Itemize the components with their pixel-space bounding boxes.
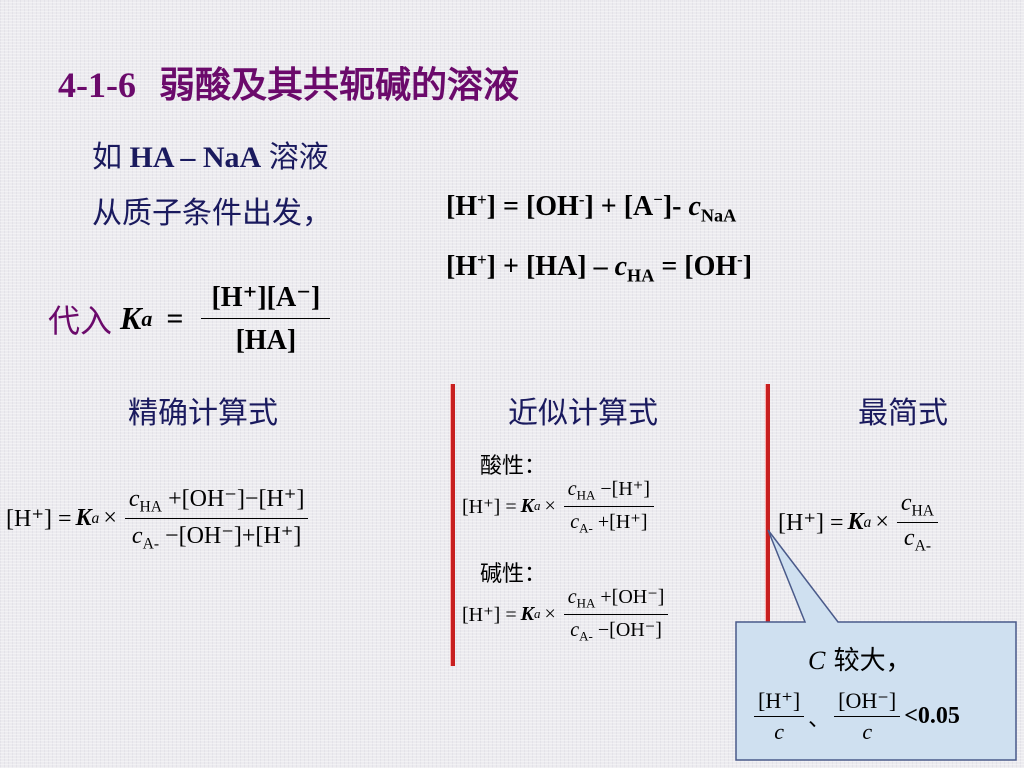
substitute-label: 代入	[48, 301, 113, 340]
exact-times: ×	[103, 505, 117, 532]
pbe-equation-2: [H+] + [HA] – cHA = [OH-]	[446, 250, 753, 286]
section-title: 弱酸及其共轭碱的溶液	[158, 65, 519, 106]
divider-left	[450, 384, 455, 666]
approx-base-fraction: cHA +[OH⁻] cA- −[OH⁻]	[563, 584, 669, 644]
exact-lhs: [H⁺] =	[6, 506, 72, 533]
acid-label: 酸性：	[480, 454, 547, 479]
exact-k: K	[75, 505, 92, 532]
ka-fraction: [H⁺][A⁻] [HA]	[201, 280, 331, 357]
approx-acid-fraction: cHA −[H⁺] cA- +[H⁺]	[563, 476, 655, 536]
intro-suffix: 溶液	[268, 140, 329, 175]
ka-subscript: a	[141, 305, 153, 331]
header-approx: 近似计算式	[508, 396, 658, 431]
ka-denominator: [HA]	[235, 325, 297, 356]
header-simplest: 最简式	[858, 396, 948, 431]
page-title: 4-1-6 弱酸及其共轭碱的溶液	[58, 56, 519, 108]
exact-denominator: cA- −[OH⁻]+[H⁺]	[131, 523, 302, 553]
callout-condition: [H⁺] c 、 [OH⁻] c <0.05	[750, 688, 960, 745]
callout-fraction-oh: [OH⁻] c	[834, 688, 901, 745]
section-number: 4-1-6	[58, 65, 136, 105]
callout-threshold: <0.05	[904, 703, 960, 729]
intro-line-1: 如 HA – NaA 溶液	[92, 132, 329, 176]
callout-text: 较大，	[825, 646, 912, 676]
ka-symbol: K	[120, 300, 142, 336]
intro-line-2: 从质子条件出发，	[92, 196, 332, 231]
exact-ksub: a	[91, 509, 100, 527]
callout-fraction-h: [H⁺] c	[754, 688, 805, 745]
callout-separator: 、	[808, 706, 831, 732]
base-label: 碱性：	[480, 562, 547, 587]
intro-formula: HA – NaA	[129, 141, 262, 174]
simplest-fraction: cHA cA-	[896, 490, 939, 556]
exact-numerator: cHA +[OH⁻]−[H⁺]	[124, 484, 309, 520]
divider-right	[765, 384, 770, 666]
intro-prefix: 如	[92, 140, 122, 175]
ka-equals: =	[166, 301, 184, 335]
exact-fraction: cHA +[OH⁻]−[H⁺] cA- −[OH⁻]+[H⁺]	[124, 484, 309, 554]
pbe-equation-1: [H+] = [OH-] + [A−]- cNaA	[446, 190, 737, 226]
header-exact: 精确计算式	[128, 396, 278, 431]
callout-heading: C 较大，	[808, 640, 912, 677]
ka-numerator: [H⁺][A⁻]	[201, 280, 331, 319]
callout-c: C	[808, 646, 826, 675]
